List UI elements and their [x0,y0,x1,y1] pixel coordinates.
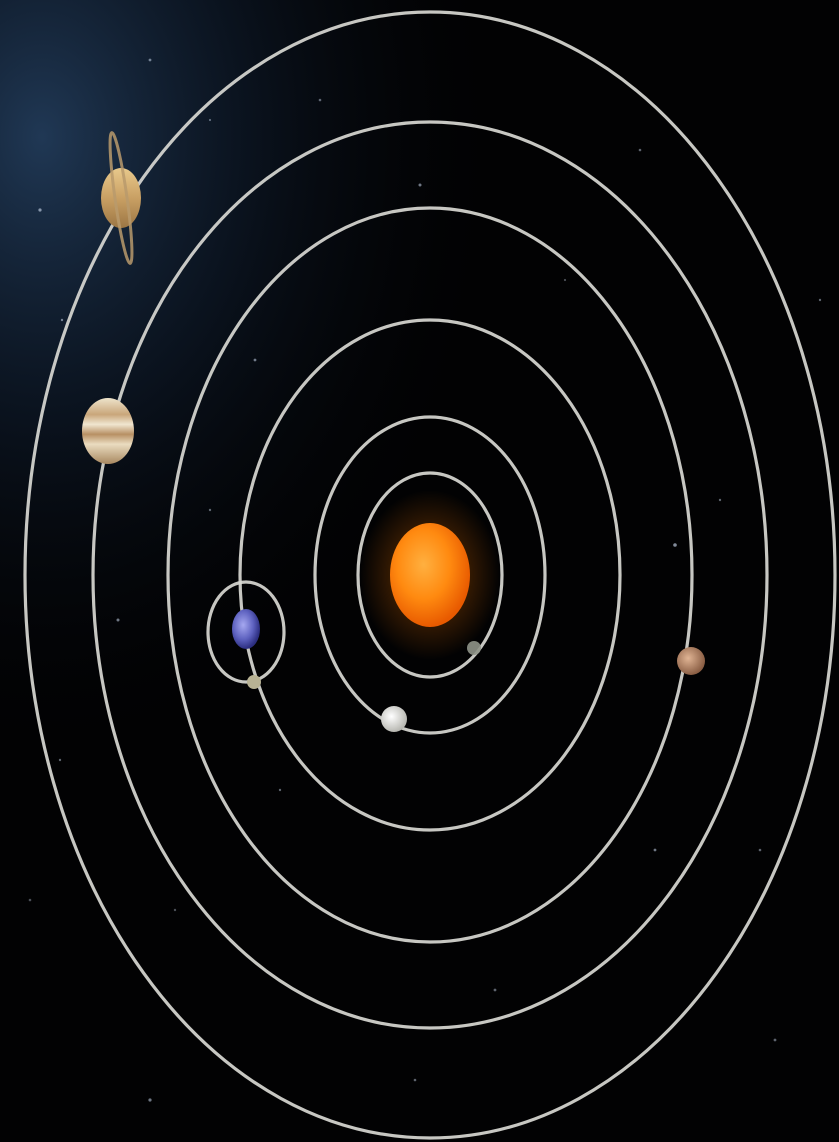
orbit-ring-6 [23,10,837,1140]
moon-orbit-ring [206,580,286,684]
orbit-ring-1 [356,471,504,679]
orbit-ring-4 [166,206,694,944]
saturn [101,131,141,265]
earth [232,609,260,649]
star-field [28,58,822,1102]
jupiter [82,398,134,464]
venus [381,706,407,732]
orbit-ring-3 [238,318,622,832]
mercury [467,641,481,655]
orbit-rings [23,10,837,1140]
mars [677,647,705,675]
sun [360,490,500,660]
orbit-ring-5 [91,120,769,1030]
orbit-ring-2 [313,415,547,735]
moon [247,675,261,689]
